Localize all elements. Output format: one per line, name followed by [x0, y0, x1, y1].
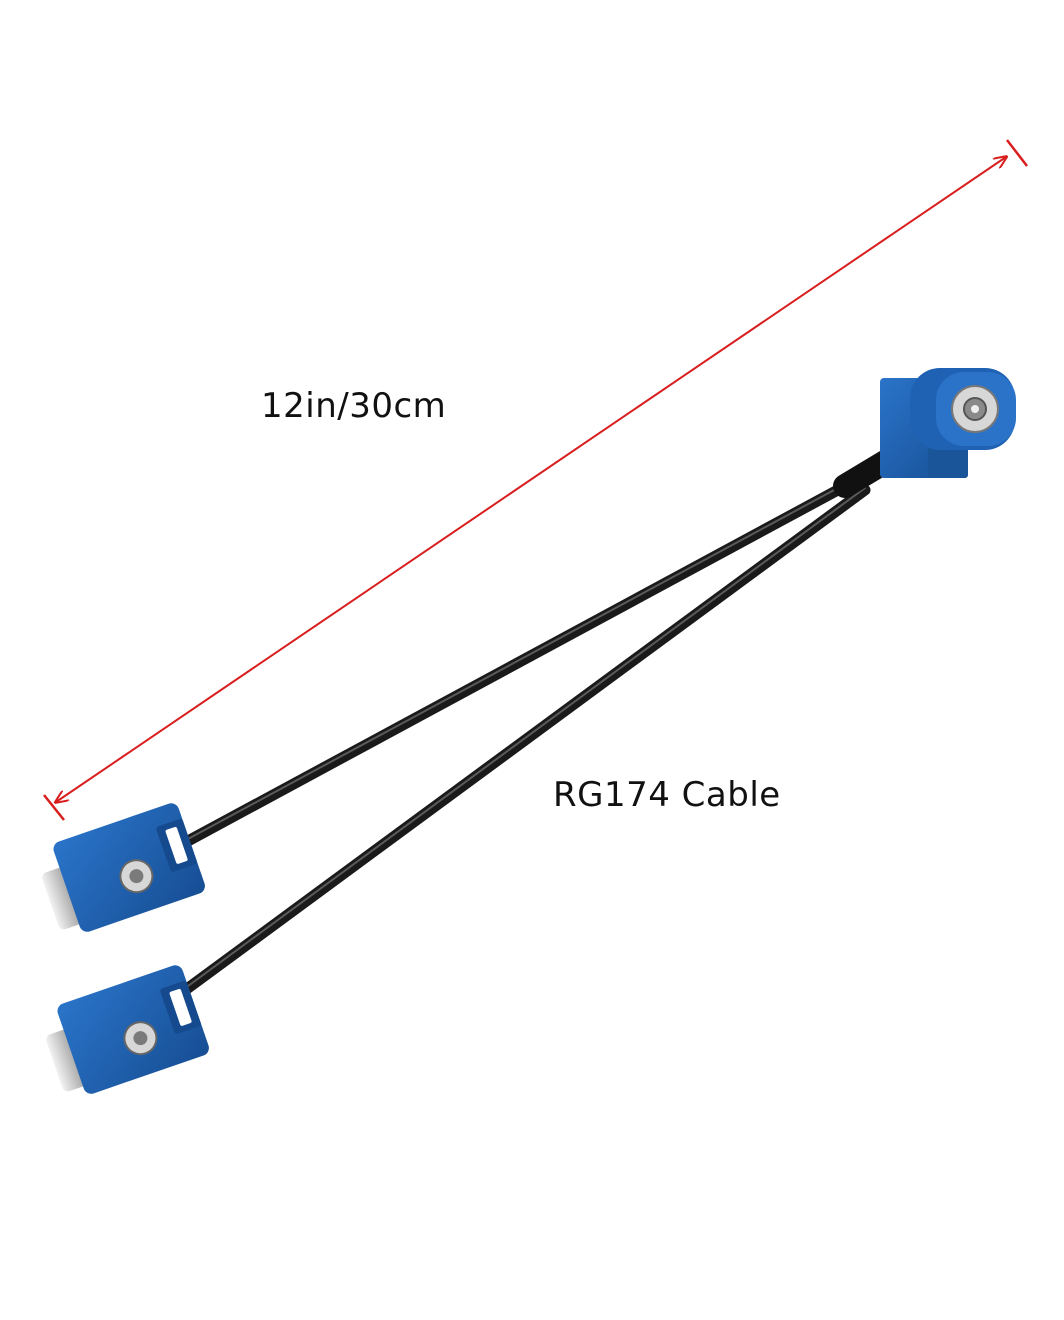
dimension-end-tick-left: [43, 794, 65, 821]
cable-lower: [159, 484, 871, 1011]
cable-upper-highlight: [174, 475, 861, 847]
cable-lower-highlight: [164, 487, 866, 1004]
connector-pin-center: [971, 405, 979, 413]
connector-pin: [129, 869, 144, 884]
fakra-connector-icon: [42, 803, 205, 932]
length-annotation: 12in/30cm: [261, 386, 447, 426]
connector-pin: [133, 1031, 148, 1046]
connector-latch-slot: [165, 826, 188, 864]
cable-upper: [169, 472, 866, 854]
fakra-connector-icon: [46, 965, 209, 1094]
connector-latch-slot: [169, 988, 192, 1026]
dimension-end-tick-right: [1006, 139, 1028, 167]
cable-type-annotation: RG174 Cable: [553, 775, 781, 815]
double-arrow-icon: [56, 157, 1006, 802]
dimension-line: [43, 139, 1028, 821]
cables: [140, 444, 907, 1024]
fakra-connector-icon: [880, 368, 1016, 478]
